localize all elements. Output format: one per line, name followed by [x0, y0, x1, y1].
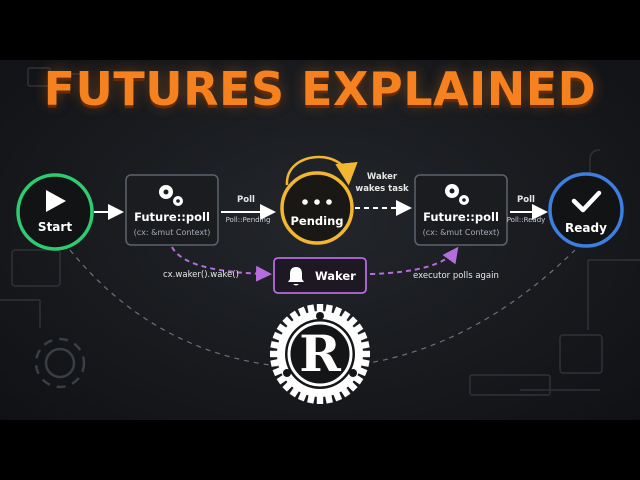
page-title: FUTURES EXPLAINED — [43, 62, 597, 116]
edge-executor-repoll — [369, 246, 459, 275]
edge-waker-label: Waker — [366, 172, 398, 182]
waker-box[interactable] — [273, 257, 367, 294]
edge-poll-label: Poll — [237, 195, 255, 205]
start-label: Start — [37, 220, 73, 234]
wake-call-label: cx.waker().wake() — [163, 270, 239, 280]
gears-icon — [159, 185, 183, 206]
rust-logo-tooth — [316, 304, 324, 314]
edge-wakes-task-label: wakes task — [355, 184, 409, 194]
ready-node[interactable] — [548, 172, 624, 248]
dots-icon — [302, 199, 332, 205]
rust-logo-letter: R — [299, 324, 341, 383]
future-poll-box-2[interactable] — [414, 174, 508, 246]
future-poll-box-1[interactable] — [125, 174, 219, 246]
check-icon — [571, 190, 602, 213]
ready-label: Ready — [565, 221, 607, 235]
bell-icon — [288, 267, 304, 286]
start-node[interactable] — [16, 173, 94, 251]
poll1-title: Future::poll — [134, 210, 210, 224]
edge-poll2-label: Poll — [517, 195, 535, 205]
rust-logo-tooth — [316, 394, 324, 404]
retry-loop-arrow — [285, 155, 358, 186]
edge-wake-call — [171, 246, 272, 282]
cycle-arc — [69, 249, 576, 369]
edge-poll-ready-label: Poll::Ready — [506, 216, 546, 224]
edge-poll-pending-label: Poll::Pending — [225, 216, 271, 224]
poll1-subtitle: (cx: &mut Context) — [133, 228, 211, 237]
executor-label: executor polls again — [413, 271, 499, 281]
play-icon — [46, 190, 66, 212]
pending-node[interactable] — [280, 155, 358, 245]
background-decoration — [0, 67, 640, 396]
poll2-title: Future::poll — [423, 210, 499, 224]
poll2-subtitle: (cx: &mut Context) — [422, 228, 500, 237]
waker-label: Waker — [315, 269, 356, 283]
pending-label: Pending — [290, 214, 344, 228]
rust-logo-icon — [270, 304, 370, 404]
gears-icon — [445, 184, 469, 205]
